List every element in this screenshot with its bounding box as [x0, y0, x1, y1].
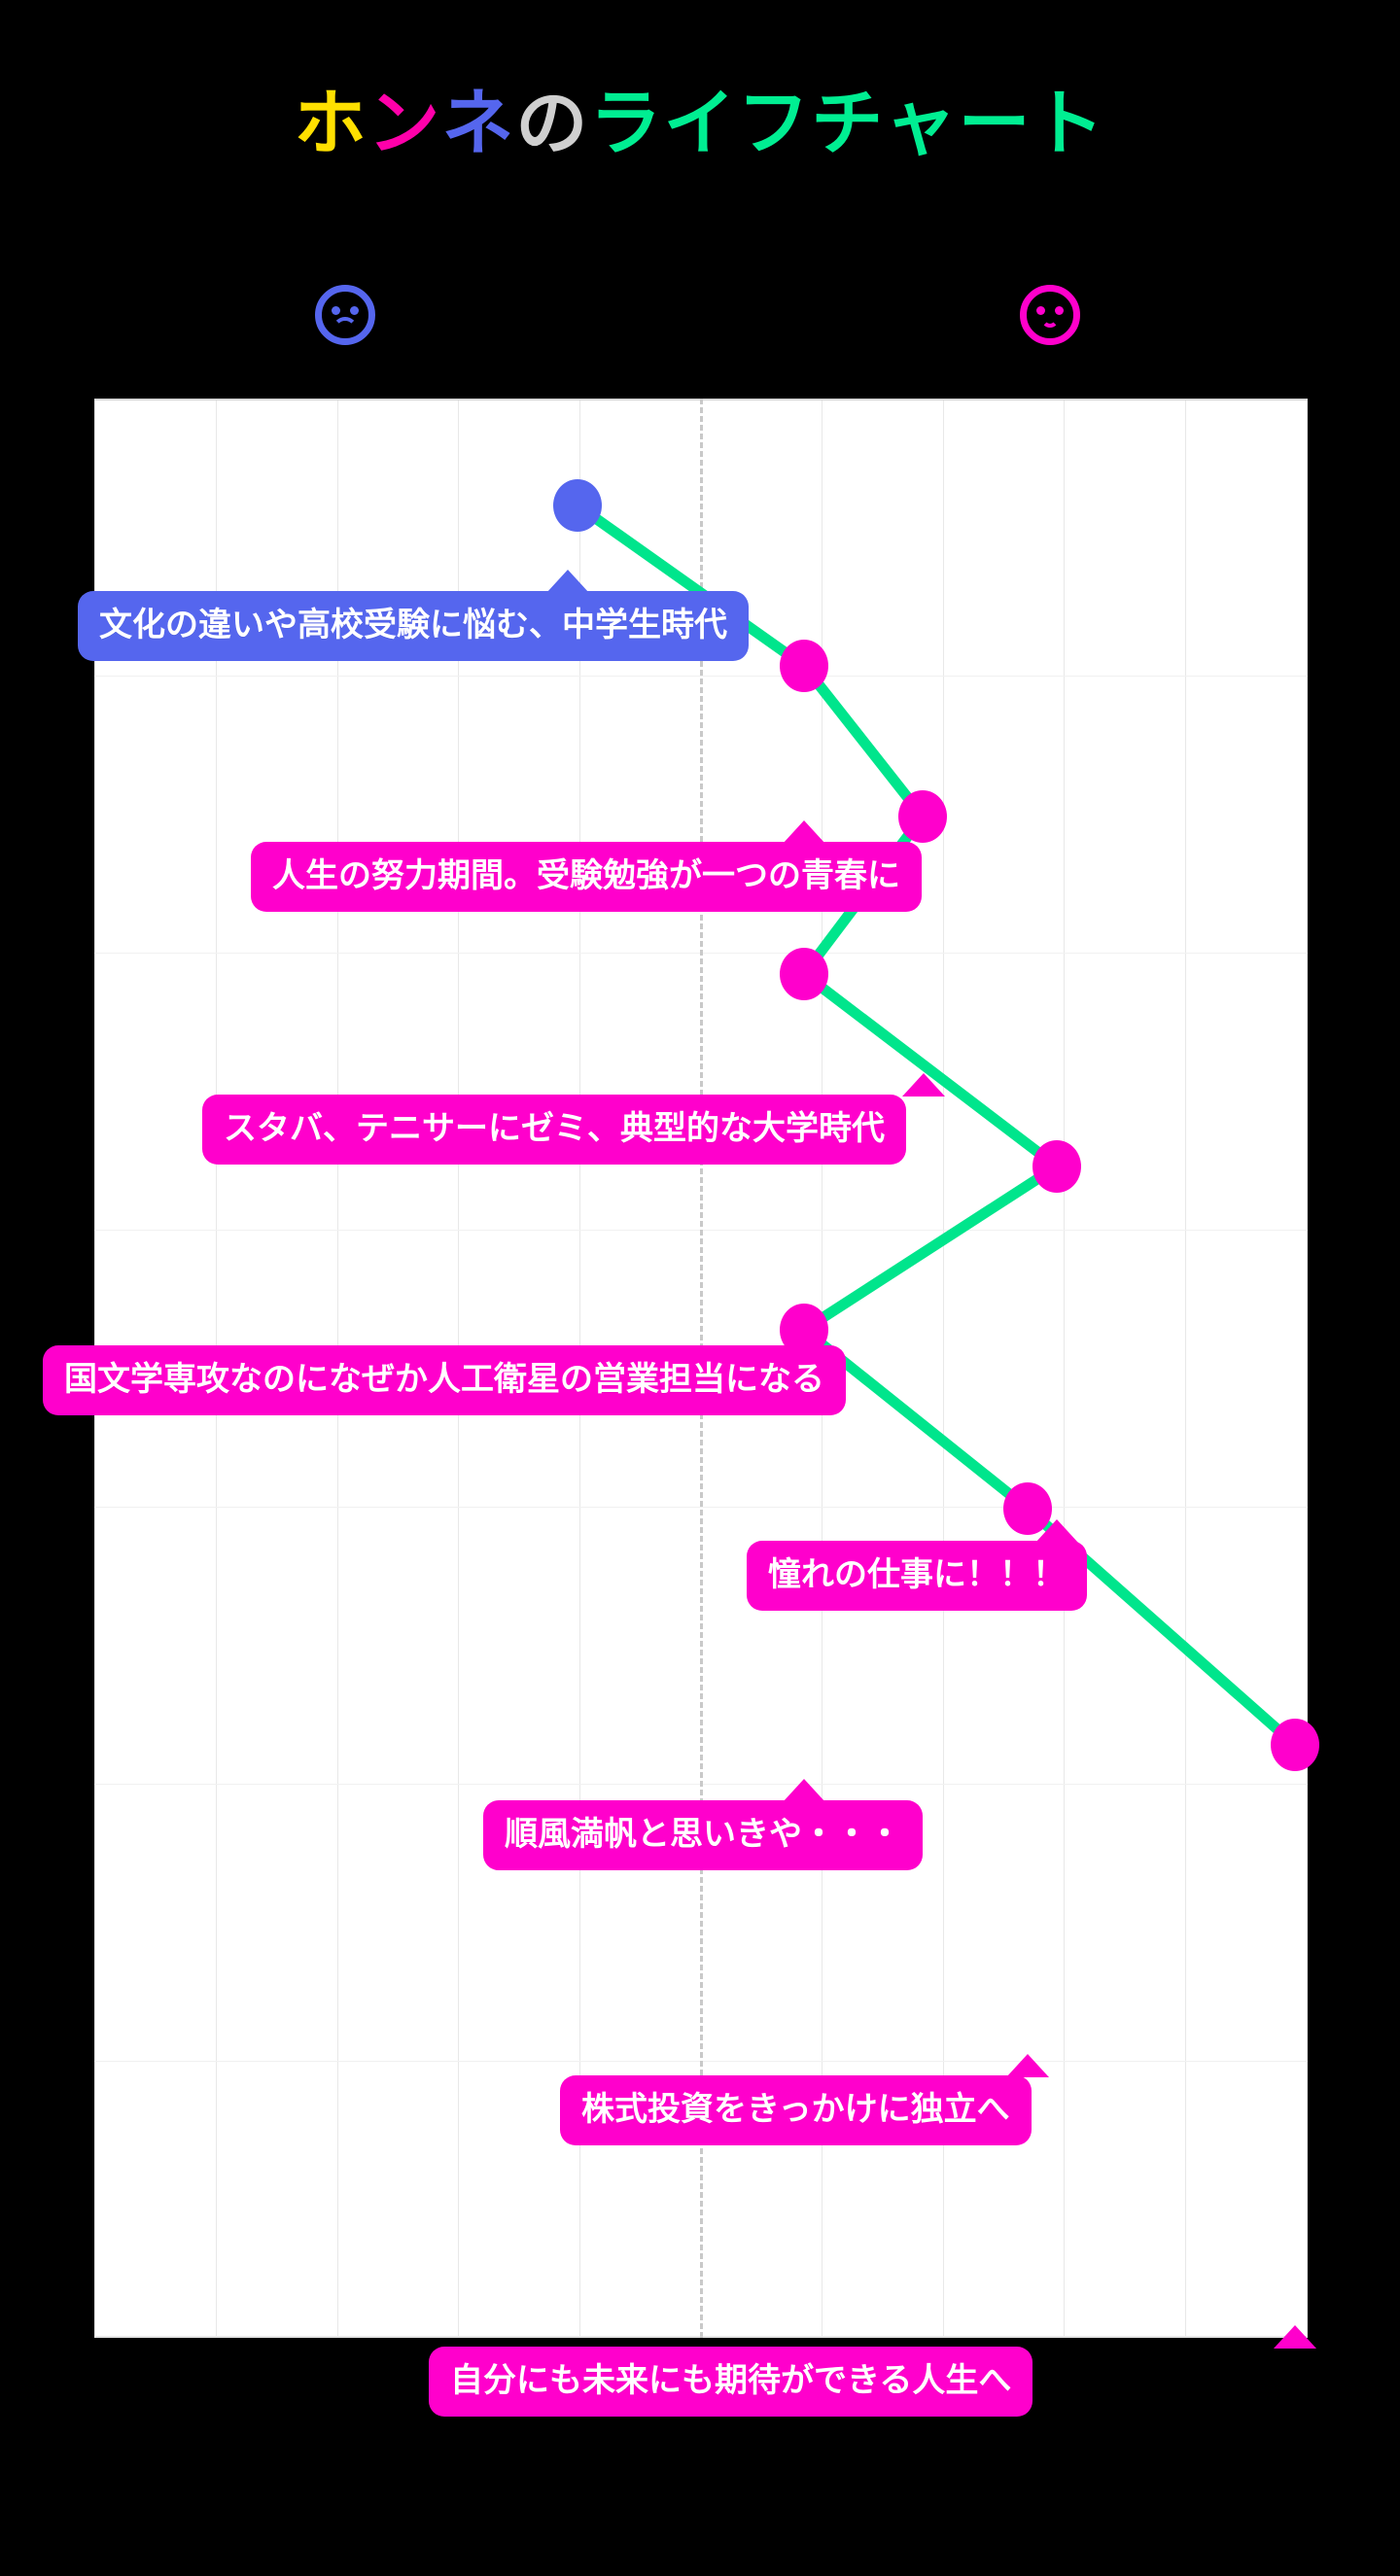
- annotation-bubble-3[interactable]: スタバ、テニサーにゼミ、典型的な大学時代: [202, 1073, 945, 1165]
- sad-face-eye-right: [350, 306, 359, 315]
- title-segment-3: ネ: [441, 82, 516, 165]
- annotation-text-3: スタバ、テニサーにゼミ、典型的な大学時代: [224, 1109, 885, 1148]
- data-point-4[interactable]: [780, 948, 828, 1000]
- annotation-text-8: 自分にも未来にも期待ができる人生へ: [450, 2361, 1012, 2400]
- title-segment-1: ホ: [294, 82, 368, 165]
- data-point-8[interactable]: [1271, 1719, 1319, 1771]
- bubble-pointer-2: [783, 820, 825, 844]
- happy-face-icon: [1020, 285, 1080, 345]
- bubble-pointer-7: [1006, 2054, 1049, 2077]
- title-segment-4: の: [515, 82, 590, 165]
- annotation-bubble-5[interactable]: 憧れの仕事に！！！: [747, 1519, 1087, 1611]
- happy-face-eye-right: [1055, 306, 1064, 315]
- bubble-pointer-5: [1035, 1519, 1078, 1543]
- page-title: ホ ン ネ の ライフチャート: [0, 70, 1400, 177]
- annotation-bubble-6[interactable]: 順風満帆と思いきや・・・: [483, 1779, 923, 1870]
- title-segment-2: ン: [368, 82, 442, 165]
- annotation-text-2: 人生の努力期間。受験勉強が一つの青春に: [272, 856, 900, 895]
- bubble-pointer-3: [902, 1073, 945, 1097]
- data-point-3[interactable]: [898, 790, 947, 843]
- title-segment-5: ライフチャート: [589, 82, 1106, 165]
- sad-face-eye-left: [332, 306, 340, 315]
- data-point-5[interactable]: [1032, 1140, 1081, 1193]
- bubble-pointer-8: [1274, 2325, 1316, 2349]
- data-point-2[interactable]: [780, 640, 828, 692]
- annotation-text-6: 順風満帆と思いきや・・・: [505, 1815, 901, 1854]
- annotation-text-4: 国文学専攻なのになぜか人工衛星の営業担当になる: [64, 1360, 824, 1399]
- data-point-1[interactable]: [553, 479, 602, 532]
- life-chart-polyline: [572, 500, 1301, 1751]
- bubble-pointer-4: [783, 1324, 825, 1347]
- sad-face-mouth: [332, 317, 358, 330]
- happy-face-eye-left: [1036, 306, 1045, 315]
- sad-face-icon: [315, 285, 375, 345]
- annotation-text-5: 憧れの仕事に！！！: [768, 1555, 1066, 1594]
- happy-face-mouth: [1041, 319, 1059, 328]
- bubble-pointer-6: [783, 1779, 825, 1802]
- annotation-bubble-7[interactable]: 株式投資をきっかけに独立へ: [560, 2054, 1049, 2145]
- annotation-bubble-4[interactable]: 国文学専攻なのになぜか人工衛星の営業担当になる: [43, 1324, 846, 1415]
- annotation-bubble-8[interactable]: 自分にも未来にも期待ができる人生へ: [429, 2325, 1316, 2417]
- annotation-text-1: 文化の違いや高校受験に悩む、中学生時代: [99, 606, 727, 644]
- bubble-pointer-1: [546, 570, 589, 593]
- annotation-bubble-2[interactable]: 人生の努力期間。受験勉強が一つの青春に: [251, 820, 922, 912]
- annotation-bubble-1[interactable]: 文化の違いや高校受験に悩む、中学生時代: [78, 570, 749, 661]
- annotation-text-7: 株式投資をきっかけに独立へ: [581, 2090, 1010, 2129]
